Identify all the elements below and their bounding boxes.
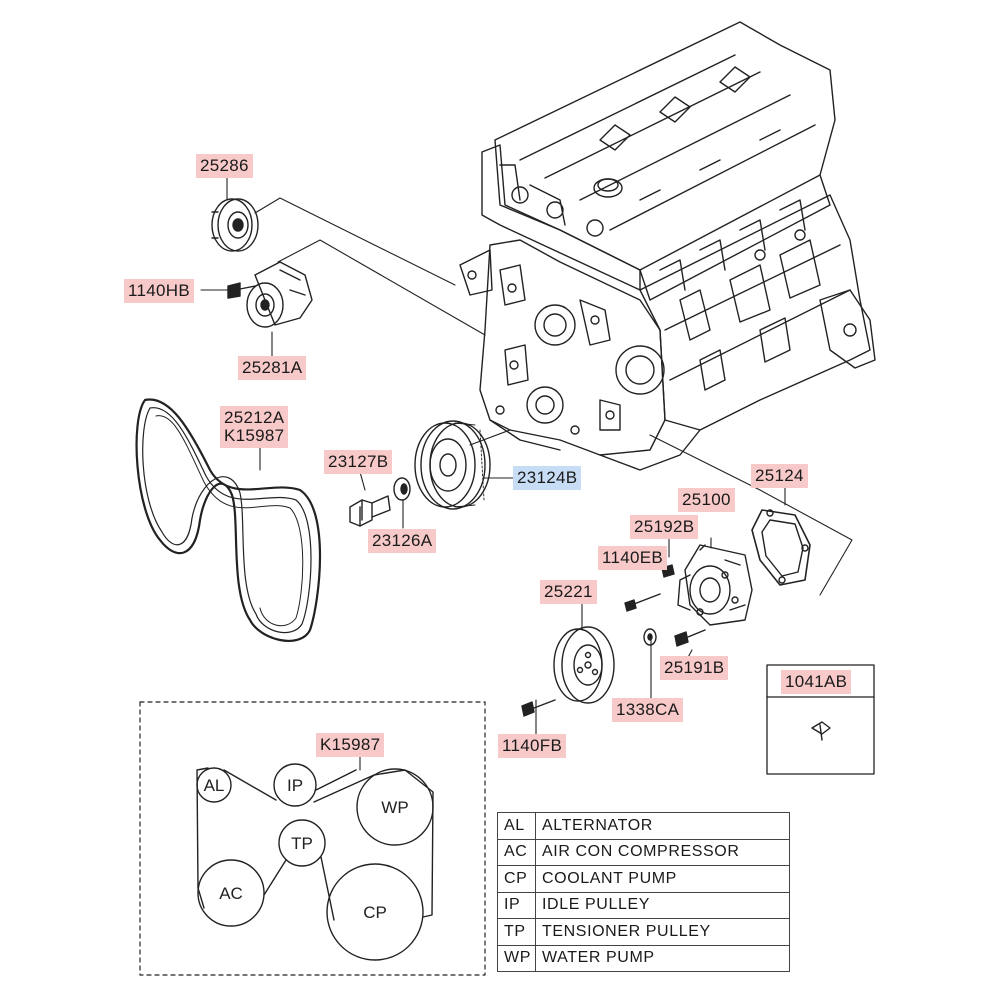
legend-name: IDLE PULLEY	[535, 891, 790, 919]
callout-23126A[interactable]: 23126A	[368, 529, 437, 553]
legend-name: AIR CON COMPRESSOR	[535, 838, 790, 866]
callout-25286[interactable]: 25286	[196, 154, 253, 178]
leader-lines	[200, 177, 853, 736]
washer-23126A	[393, 477, 411, 501]
legend-code: AL	[497, 812, 536, 840]
inset-label-ac: AC	[219, 884, 243, 903]
belt-routing-inset	[139, 701, 486, 976]
inset-label-wp: WP	[381, 798, 408, 817]
legend-row: IP IDLE PULLEY	[497, 891, 790, 919]
legend-name: ALTERNATOR	[535, 812, 790, 840]
callout-1140FB[interactable]: 1140FB	[498, 734, 567, 758]
tensioner-25281A	[227, 261, 313, 328]
legend-name: WATER PUMP	[535, 944, 790, 972]
crank-bolt-23127B	[349, 495, 391, 527]
callout-K15987-belt[interactable]: K15987	[220, 424, 289, 448]
inset-label-ip: IP	[287, 776, 303, 795]
clip-box-1041AB	[766, 664, 875, 775]
coolant-pump-pulley-25221	[521, 626, 615, 717]
callout-25281A[interactable]: 25281A	[238, 356, 307, 380]
callout-23124B[interactable]: 23124B	[513, 466, 582, 490]
callout-1338CA[interactable]: 1338CA	[612, 698, 684, 722]
callout-25221[interactable]: 25221	[540, 580, 597, 604]
legend-code: IP	[497, 891, 536, 919]
crank-pulley-23124B	[414, 420, 491, 510]
drive-belt-25212A	[135, 398, 322, 642]
legend-name: TENSIONER PULLEY	[535, 918, 790, 946]
legend-code: WP	[497, 944, 536, 972]
legend-row: AL ALTERNATOR	[497, 812, 790, 840]
callout-25192B[interactable]: 25192B	[630, 515, 699, 539]
callout-1140EB[interactable]: 1140EB	[598, 546, 668, 570]
legend-row: AC AIR CON COMPRESSOR	[497, 838, 790, 866]
callout-K15987-inset[interactable]: K15987	[316, 733, 385, 757]
legend-row: TP TENSIONER PULLEY	[497, 918, 790, 946]
callout-25100[interactable]: 25100	[678, 488, 735, 512]
inset-label-al: AL	[204, 776, 225, 795]
legend-code: CP	[497, 865, 536, 893]
callout-1140HB[interactable]: 1140HB	[124, 279, 194, 303]
callout-23127B[interactable]: 23127B	[324, 450, 393, 474]
idler-pulley-25286	[211, 198, 259, 252]
callout-25191B[interactable]: 25191B	[660, 656, 729, 680]
legend-row: CP COOLANT PUMP	[497, 865, 790, 893]
legend-code: TP	[497, 918, 536, 946]
callout-25124[interactable]: 25124	[751, 464, 808, 488]
callout-1041AB[interactable]: 1041AB	[781, 670, 852, 694]
legend-name: COOLANT PUMP	[535, 865, 790, 893]
engine-block	[459, 21, 876, 471]
legend-row: WP WATER PUMP	[497, 944, 790, 972]
inset-label-tp: TP	[291, 834, 313, 853]
inset-label-cp: CP	[363, 903, 387, 922]
legend-table: AL ALTERNATOR AC AIR CON COMPRESSOR CP C…	[497, 812, 790, 972]
legend-code: AC	[497, 838, 536, 866]
gasket-25124	[751, 509, 811, 586]
